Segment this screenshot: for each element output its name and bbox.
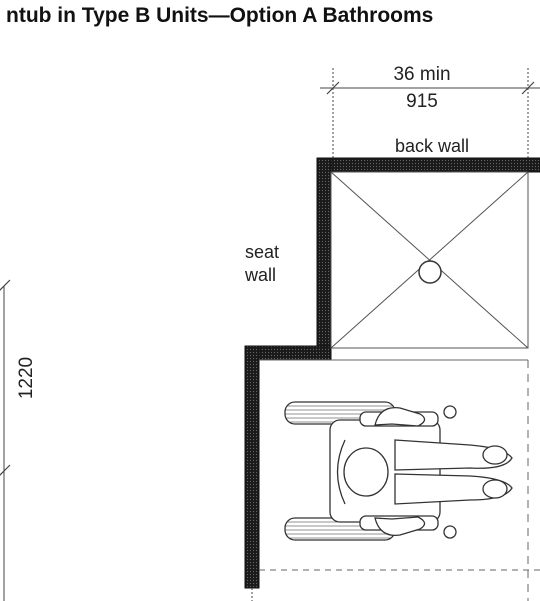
occupant-head bbox=[343, 447, 389, 497]
depth-dimension: 1220 bbox=[0, 279, 37, 601]
wheelchair-caster-top bbox=[443, 405, 457, 419]
occupant-foot-top bbox=[482, 445, 508, 465]
occupant-leg-bottom bbox=[394, 473, 513, 505]
width-dimension: 36 min 915 bbox=[320, 64, 540, 158]
shower-floor-outline bbox=[330, 171, 529, 349]
width-imperial-label: 36 min bbox=[393, 64, 450, 85]
wheelchair-caster-bottom bbox=[443, 525, 457, 539]
seat-wall-label-line1: seat bbox=[245, 242, 279, 262]
seat-wall-label-line2: wall bbox=[244, 265, 276, 285]
shower-diagonal-2 bbox=[330, 171, 529, 349]
seat-wall bbox=[244, 345, 260, 589]
walls bbox=[244, 157, 540, 589]
wheelchair-figure-icon bbox=[284, 401, 513, 541]
shower-floor bbox=[330, 171, 529, 349]
occupant-leg-top bbox=[394, 439, 513, 471]
figure-title: ntub in Type B Units—Option A Bathrooms bbox=[6, 4, 434, 27]
occupant-shoulders bbox=[336, 439, 346, 505]
occupant-foot-bottom bbox=[482, 479, 508, 499]
back-wall-label: back wall bbox=[395, 136, 469, 156]
depth-tick-bottom bbox=[0, 464, 11, 476]
width-metric-label: 915 bbox=[406, 91, 438, 112]
clear-floor-space bbox=[251, 359, 540, 601]
drain-icon bbox=[418, 260, 442, 284]
back-wall bbox=[316, 157, 540, 173]
occupant-arm-bottom bbox=[374, 516, 426, 537]
depth-tick-top bbox=[0, 279, 11, 291]
width-tick-left bbox=[326, 81, 340, 95]
shower-left-wall bbox=[316, 157, 332, 359]
depth-metric-label: 1220 bbox=[16, 357, 37, 399]
occupant-arm-top bbox=[374, 406, 426, 427]
width-tick-right bbox=[521, 81, 535, 95]
